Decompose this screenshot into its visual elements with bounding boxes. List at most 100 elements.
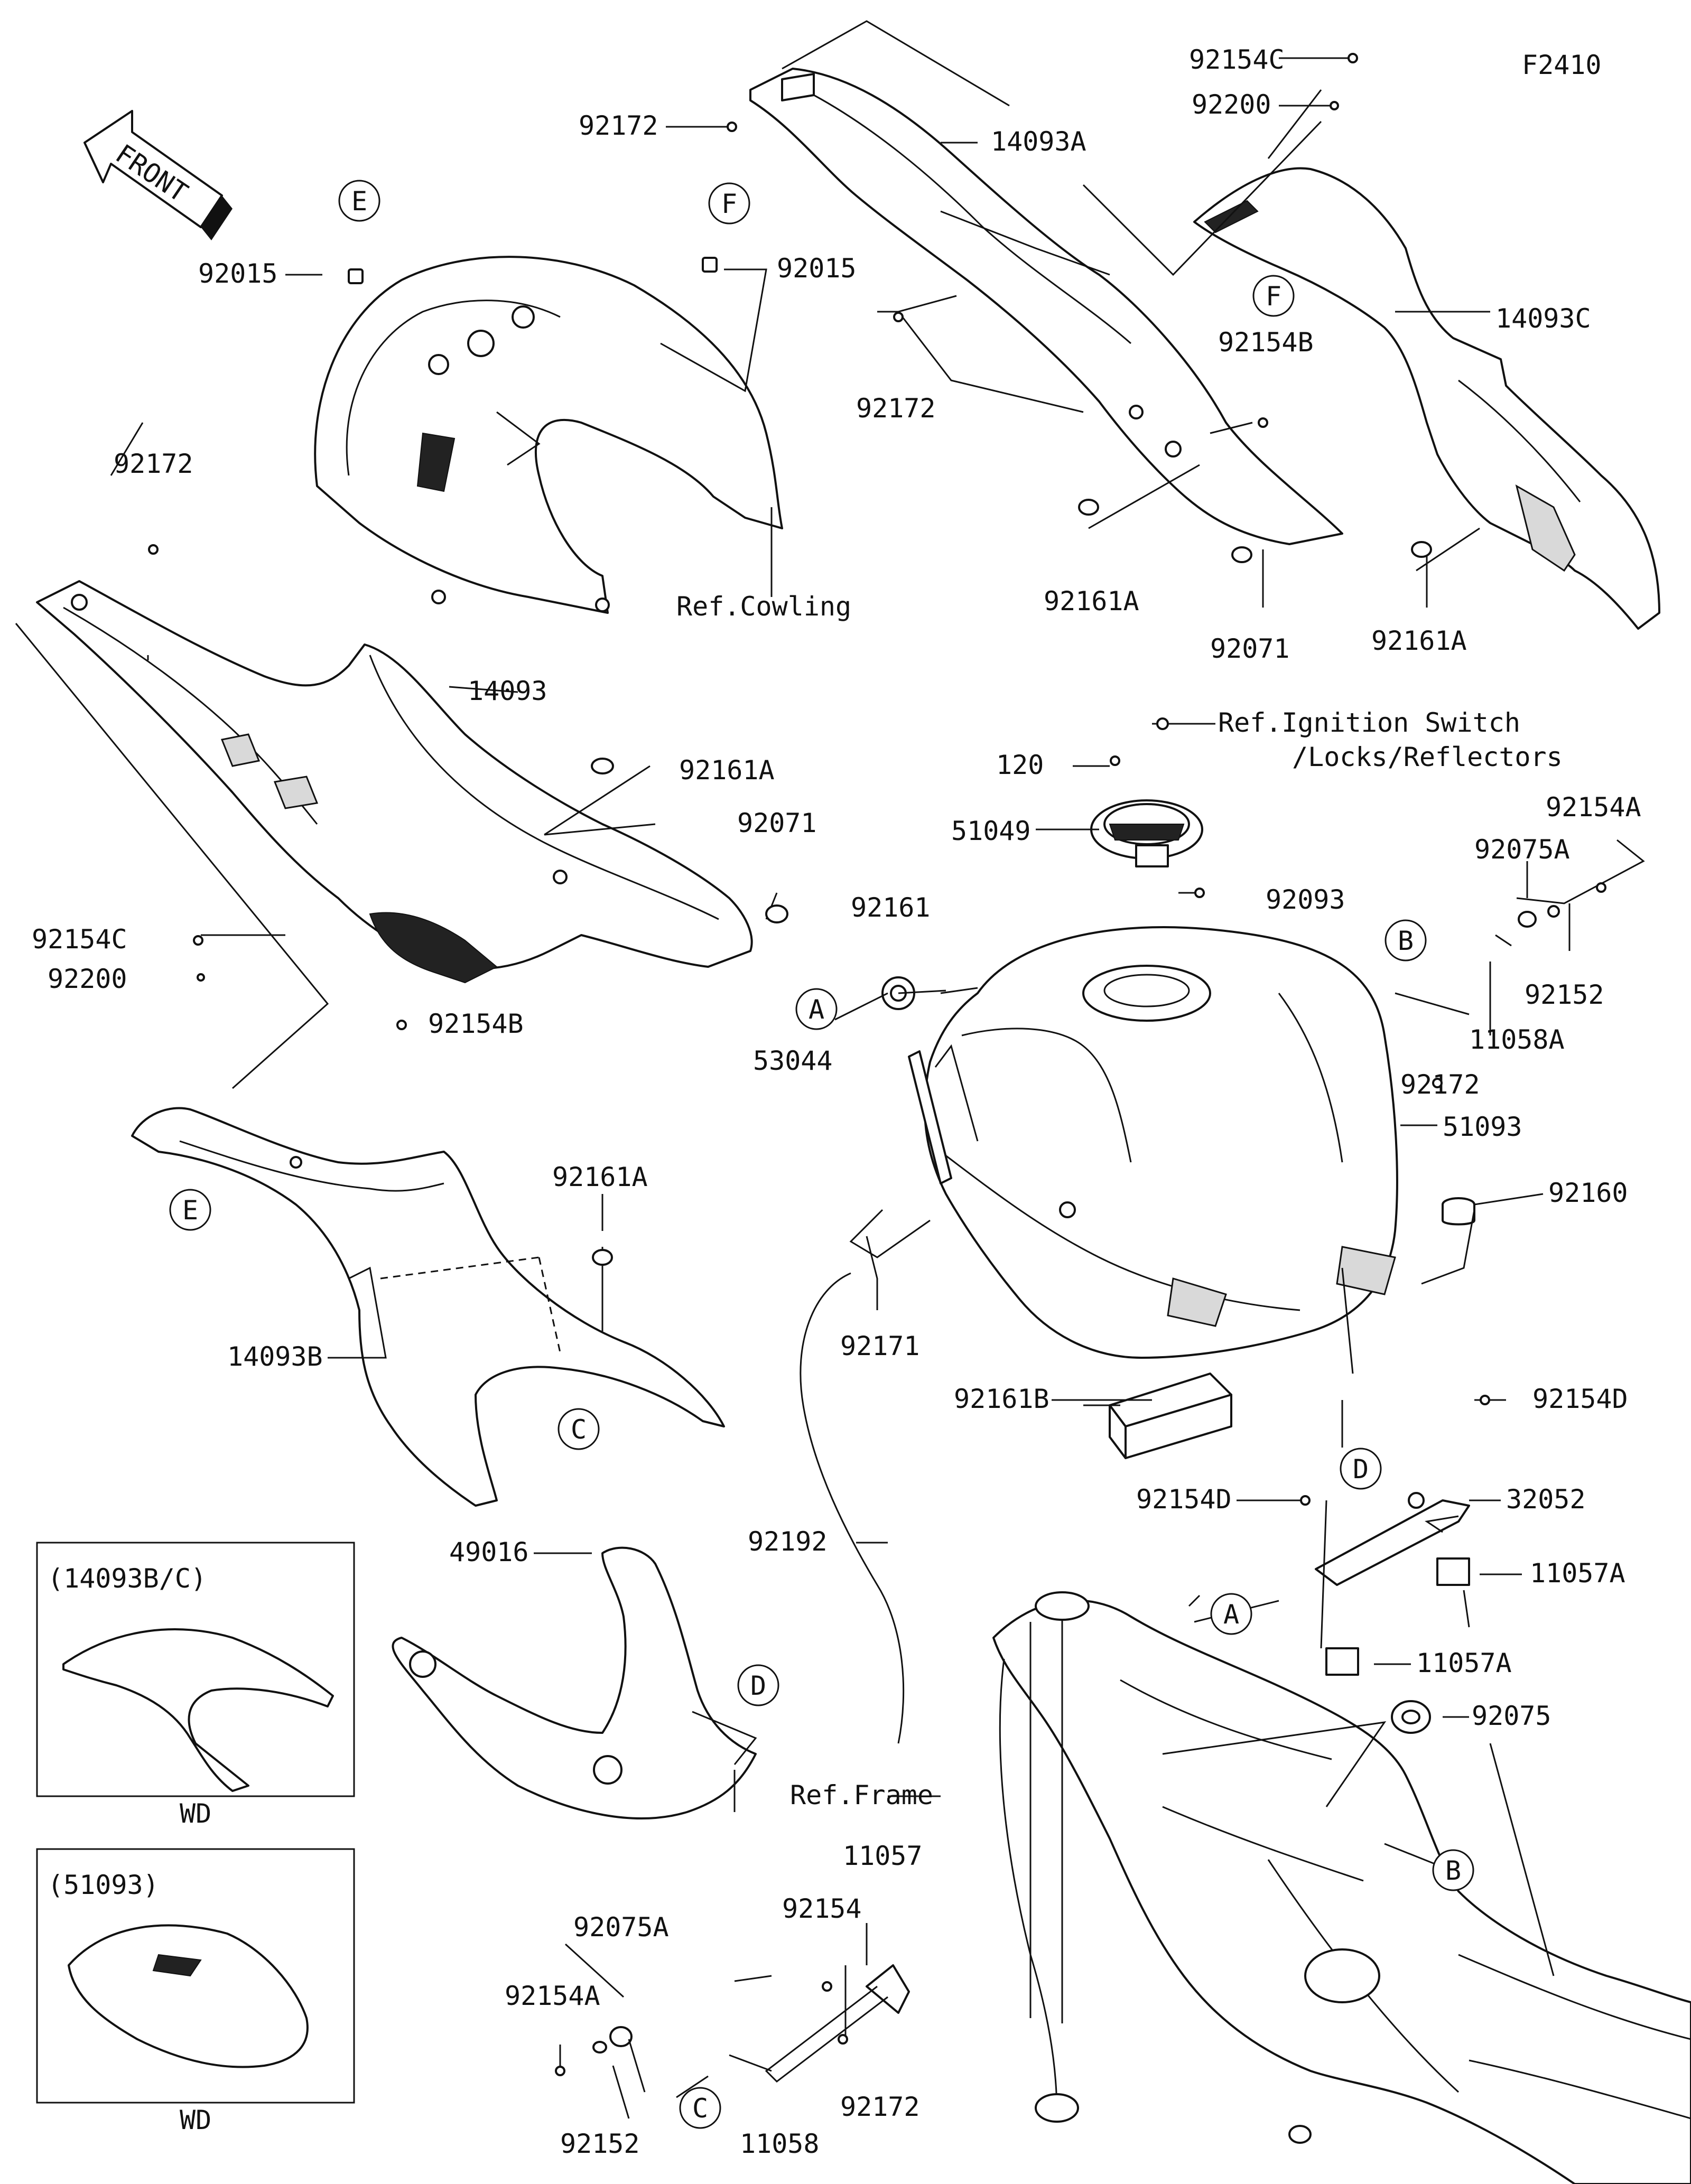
label-92161: 92161 <box>851 892 931 923</box>
clip-11057A-upper-part <box>1436 1557 1470 1586</box>
fasteners <box>148 53 1606 2076</box>
label-11058: 11058 <box>740 2129 820 2159</box>
label-53044: 53044 <box>753 1046 833 1076</box>
side-cover-14093B-part <box>131 1107 725 1507</box>
label-92172-low: 92172 <box>840 2092 920 2122</box>
side-cover-14093A-part <box>749 68 1343 545</box>
label-ref-cowling: Ref.Cowling <box>676 591 851 622</box>
svg-text:D: D <box>750 1670 766 1701</box>
label-92161A-mid: 92161A <box>1044 586 1139 617</box>
svg-text:C: C <box>571 1414 587 1445</box>
label-120: 120 <box>996 750 1044 780</box>
label-92172-mid: 92172 <box>856 393 936 424</box>
label-92161A-left: 92161A <box>679 755 775 786</box>
inset-51093-footer: WD <box>180 2105 211 2135</box>
ref-circle-D-guard: D <box>737 1664 779 1706</box>
ref-circle-B-right: B <box>1385 919 1427 962</box>
ref-circle-B-frame: B <box>1432 1849 1474 1891</box>
svg-text:C: C <box>692 2093 708 2124</box>
label-92171: 92171 <box>840 1331 920 1361</box>
inset-14093BC-footer: WD <box>180 1798 211 1829</box>
label-92154B-top: 92154B <box>1218 327 1314 358</box>
damper-92160-part <box>1442 1197 1475 1226</box>
inset-51093-header: (51093) <box>48 1870 159 1900</box>
label-92152-low: 92152 <box>560 2129 640 2159</box>
svg-text:A: A <box>1223 1599 1239 1630</box>
ref-circle-E-left: E <box>169 1189 211 1231</box>
label-ref-ignition-line2: /Locks/Reflectors <box>1292 742 1563 772</box>
label-11057: 11057 <box>843 1841 923 1871</box>
ref-circle-D-right: D <box>1340 1448 1382 1490</box>
label-92071-left: 92071 <box>737 808 817 838</box>
label-11057A-right: 11057A <box>1530 1558 1625 1589</box>
svg-text:F: F <box>1266 281 1281 312</box>
label-92154-low: 92154 <box>782 1893 862 1924</box>
label-92161A-right: 92161A <box>1371 626 1467 656</box>
label-92071-mid: 92071 <box>1210 633 1290 664</box>
label-92161B: 92161B <box>954 1384 1049 1414</box>
figure-code: F2410 <box>1522 50 1602 80</box>
label-92200-top: 92200 <box>1192 89 1271 120</box>
label-92075A-right: 92075A <box>1474 834 1570 865</box>
label-51049: 51049 <box>951 816 1031 846</box>
svg-text:F: F <box>721 189 737 219</box>
label-92075A-low: 92075A <box>573 1912 669 1943</box>
label-92192: 92192 <box>748 1526 828 1557</box>
front-arrow-icon: FRONT <box>83 110 233 240</box>
fuel-cap-51049-part <box>1090 799 1203 867</box>
clip-11057A-lower-part <box>1325 1647 1359 1676</box>
label-32052: 32052 <box>1506 1484 1586 1515</box>
svg-text:E: E <box>351 186 367 217</box>
fuel-tank-51093-part <box>924 926 1398 1359</box>
label-14093B: 14093B <box>227 1341 323 1372</box>
label-92172-top: 92172 <box>579 110 658 141</box>
grommet-92075-part <box>1391 1700 1431 1734</box>
ref-circle-F-right: F <box>1252 275 1295 317</box>
label-14093A: 14093A <box>991 126 1086 157</box>
side-cover-14093C-part <box>1193 167 1660 630</box>
label-92154D-right: 92154D <box>1532 1384 1628 1414</box>
label-14093C: 14093C <box>1495 303 1591 334</box>
svg-text:B: B <box>1445 1855 1461 1886</box>
label-92154C-top: 92154C <box>1189 44 1285 75</box>
ref-circle-C-mid: C <box>558 1408 600 1450</box>
inset-14093BC: (14093B/C) WD <box>36 1542 355 1829</box>
ref-circle-C-low: C <box>679 2087 721 2129</box>
label-92154A-right: 92154A <box>1546 792 1641 823</box>
label-11057A-low: 11057A <box>1416 1648 1512 1678</box>
ref-circle-F-top: F <box>708 182 750 225</box>
inset-51093: (51093) WD <box>36 1848 355 2135</box>
label-92154C-left: 92154C <box>32 924 127 955</box>
inner-cowling-part <box>314 256 783 614</box>
svg-text:E: E <box>182 1195 198 1226</box>
label-92160: 92160 <box>1548 1178 1628 1208</box>
label-92161A-low: 92161A <box>552 1162 648 1192</box>
label-92154B-left: 92154B <box>428 1009 524 1039</box>
label-92075: 92075 <box>1472 1701 1551 1731</box>
label-ref-frame: Ref.Frame <box>790 1780 933 1810</box>
label-92200-left: 92200 <box>48 964 127 994</box>
inset-14093BC-header: (14093B/C) <box>48 1563 207 1594</box>
label-92172-left: 92172 <box>114 449 193 479</box>
guard-49016-part <box>392 1546 757 1819</box>
label-14093: 14093 <box>468 676 547 706</box>
label-92154D-left: 92154D <box>1136 1484 1232 1515</box>
label-92154A-low: 92154A <box>505 1981 600 2011</box>
ref-circle-A-frame: A <box>1210 1593 1252 1635</box>
label-49016: 49016 <box>449 1537 529 1567</box>
label-ref-ignition-line1: Ref.Ignition Switch <box>1218 707 1520 738</box>
label-51093: 51093 <box>1443 1112 1522 1142</box>
pad-92161B-part <box>1109 1373 1232 1459</box>
svg-text:A: A <box>809 994 824 1025</box>
label-92015-mid: 92015 <box>777 253 857 284</box>
bracket-11057-part <box>765 1964 910 2083</box>
grommet-92075A-lower-part <box>609 2026 633 2047</box>
frame-part <box>992 1591 1691 2184</box>
label-92093: 92093 <box>1266 884 1345 915</box>
side-cover-14093-part <box>36 580 753 984</box>
label-11058A: 11058A <box>1469 1024 1565 1055</box>
part-labels: 92154C 92200 92172 14093A 92015 92015 92… <box>32 44 1641 2159</box>
svg-text:B: B <box>1398 926 1414 956</box>
label-92015-left: 92015 <box>198 258 278 289</box>
